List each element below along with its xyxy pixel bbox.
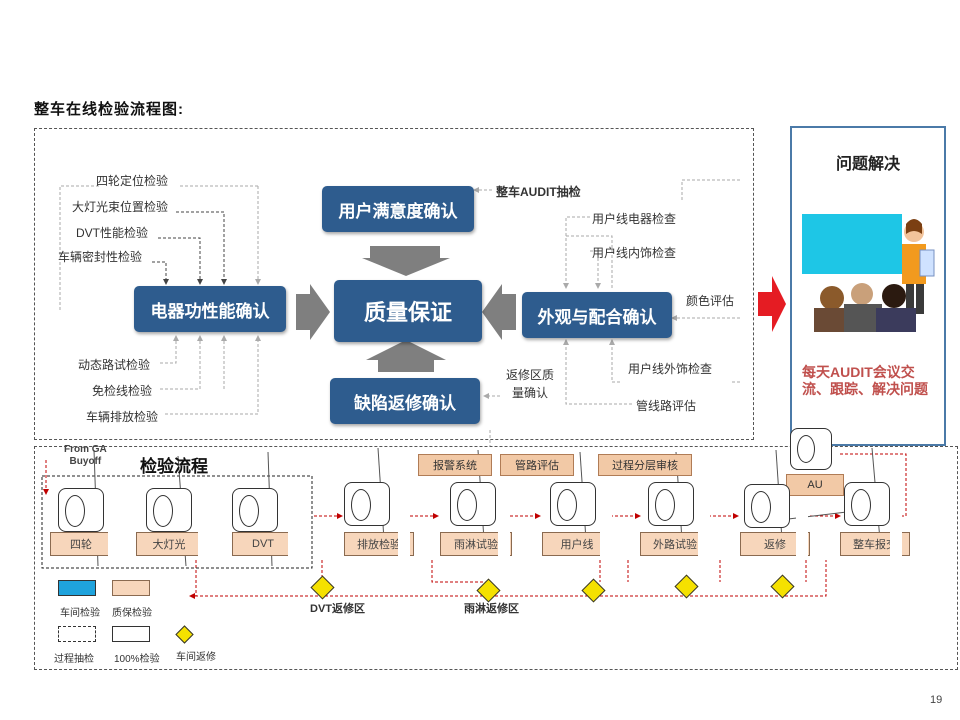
station-headlight: 大灯光 bbox=[136, 532, 202, 556]
legend-process-swatch bbox=[58, 626, 96, 642]
input-pipeline: 管线路评估 bbox=[636, 399, 697, 413]
legend-full-swatch bbox=[112, 626, 150, 642]
input-road-test: 动态路试检验 bbox=[78, 358, 151, 372]
quality-center-box: 质量保证 bbox=[334, 280, 482, 342]
legend-quality-swatch bbox=[112, 580, 150, 596]
tag-audit: AU bbox=[786, 474, 844, 496]
problem-text: 每天AUDIT会议交流、跟踪、解决问题 bbox=[802, 364, 928, 397]
input-audit: 整车AUDIT抽检 bbox=[496, 185, 581, 199]
car-sketch bbox=[232, 488, 278, 532]
input-emission: 车辆排放检验 bbox=[86, 410, 159, 424]
station-dvt: DVT bbox=[232, 532, 294, 556]
defect-box: 缺陷返修确认 bbox=[330, 378, 480, 424]
car-sketch bbox=[450, 482, 496, 526]
white-gap bbox=[398, 482, 410, 556]
from-ga-line1: From GA bbox=[64, 444, 107, 455]
car-sketch bbox=[58, 488, 104, 532]
repair-area-line2: 量确认 bbox=[512, 386, 549, 400]
lower-title: 检验流程 bbox=[140, 457, 208, 476]
car-sketch bbox=[344, 482, 390, 526]
input-headlight-beam: 大灯光束位置检验 bbox=[72, 200, 169, 214]
legend-workshop-swatch bbox=[58, 580, 96, 596]
input-user-electrical: 用户线电器检查 bbox=[592, 212, 677, 226]
problem-title: 问题解决 bbox=[835, 156, 900, 173]
legend-process-label: 过程抽检 bbox=[54, 654, 94, 665]
station-wheel: 四轮 bbox=[50, 532, 112, 556]
input-free-line: 免检线检验 bbox=[92, 384, 153, 398]
legend-workshop-label: 车间检验 bbox=[60, 608, 100, 619]
input-user-interior: 用户线内饰检查 bbox=[592, 246, 677, 260]
car-sketch bbox=[146, 488, 192, 532]
electrical-box: 电器功性能确认 bbox=[134, 286, 286, 332]
tag-layered-audit: 过程分层审核 bbox=[598, 454, 692, 476]
car-sketch bbox=[844, 482, 890, 526]
input-wheel-alignment: 四轮定位检验 bbox=[96, 174, 169, 188]
diagram-title: 整车在线检验流程图: bbox=[34, 101, 184, 118]
page-number: 19 bbox=[930, 694, 943, 706]
input-user-exterior: 用户线外饰检查 bbox=[628, 362, 713, 376]
lower-frame bbox=[34, 446, 958, 670]
white-gap bbox=[198, 478, 210, 556]
from-ga-line2: Buyoff bbox=[69, 456, 102, 467]
car-sketch bbox=[790, 428, 832, 470]
car-sketch bbox=[550, 482, 596, 526]
problem-solving-panel: 问题解决 每天AUDIT会议交流、跟踪、解决问题 bbox=[790, 126, 946, 446]
legend-full-label: 100%检验 bbox=[114, 654, 160, 665]
white-gap bbox=[600, 482, 612, 556]
white-gap bbox=[890, 482, 902, 556]
satisfaction-box: 用户满意度确认 bbox=[322, 186, 474, 232]
white-gap bbox=[498, 482, 510, 556]
appearance-box: 外观与配合确认 bbox=[522, 292, 672, 338]
legend-quality-label: 质保检验 bbox=[112, 608, 152, 619]
repair-area-line1: 返修区质 bbox=[506, 368, 555, 382]
input-repair-area: 返修区质 量确认 bbox=[506, 366, 554, 402]
tag-pipeline: 管路评估 bbox=[500, 454, 574, 476]
tag-alarm: 报警系统 bbox=[418, 454, 492, 476]
dvt-repair-area-label: DVT返修区 bbox=[310, 603, 365, 615]
white-gap bbox=[698, 482, 710, 556]
rain-repair-area-label: 雨淋返修区 bbox=[464, 603, 519, 615]
from-ga-label: From GA Buyoff bbox=[64, 444, 107, 468]
white-gap bbox=[796, 500, 808, 556]
car-sketch bbox=[648, 482, 694, 526]
input-color: 颜色评估 bbox=[686, 294, 735, 308]
car-sketch bbox=[744, 484, 790, 528]
legend-repair-label: 车间返修 bbox=[176, 652, 216, 663]
input-sealing: 车辆密封性检验 bbox=[58, 250, 143, 264]
white-gap bbox=[108, 478, 120, 556]
input-dvt: DVT性能检验 bbox=[76, 226, 149, 240]
meeting-illustration bbox=[802, 214, 935, 332]
white-gap bbox=[288, 478, 300, 556]
upper-frame bbox=[34, 128, 754, 440]
